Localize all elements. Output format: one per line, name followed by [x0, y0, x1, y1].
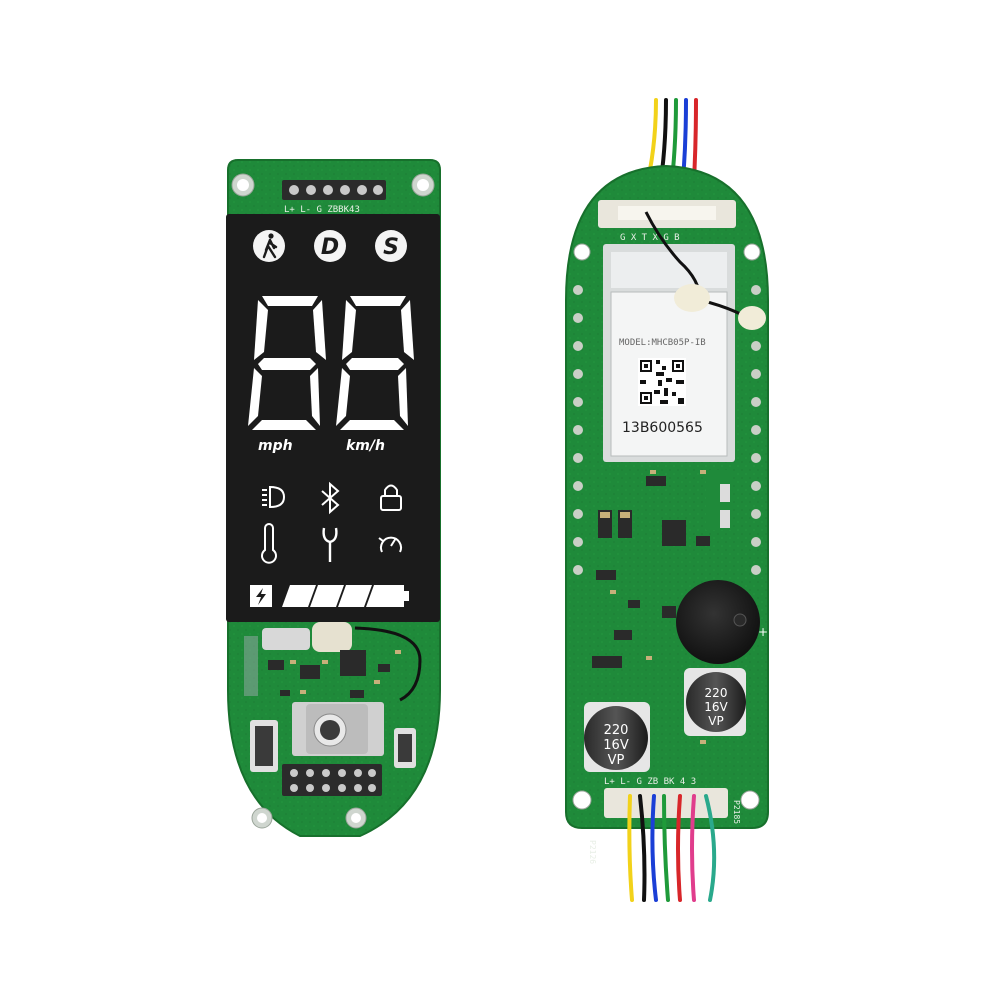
speedometer-icon: [378, 536, 402, 553]
bottom-wires: [627, 794, 717, 902]
capacitor-left: 220 16V VP: [584, 702, 650, 772]
buzzer: +: [676, 580, 768, 664]
svg-text:16V: 16V: [704, 700, 728, 714]
d-mode-icon: D: [314, 230, 346, 262]
tactile-button: [292, 702, 384, 756]
svg-text:S: S: [383, 235, 399, 260]
lcd-panel: D S: [226, 214, 440, 622]
speed-digits: [248, 296, 414, 430]
smd-components: [592, 470, 732, 744]
unit-mph: mph: [258, 438, 293, 454]
svg-text:220: 220: [604, 723, 629, 738]
top-pin-header: [282, 180, 386, 200]
display-board: L+ L- G ZBBK43 D S: [226, 159, 441, 837]
lower-components: [244, 622, 422, 796]
side-label-left: P2126: [588, 840, 597, 864]
side-label-right: P2185: [732, 800, 741, 824]
digit-left: [248, 296, 326, 430]
svg-text:VP: VP: [708, 714, 723, 728]
bottom-connector-label: L+ L- G ZB BK 4 3: [604, 777, 696, 787]
qr-code: [638, 358, 686, 406]
svg-text:16V: 16V: [603, 738, 629, 753]
lock-icon: [380, 484, 402, 511]
silkscreen-top-label: L+ L- G ZBBK43: [284, 205, 360, 215]
headlight-icon: [262, 485, 286, 509]
svg-text:+: +: [758, 625, 768, 639]
controller-board: G X T X G B MODEL:MHCB05P-IB: [565, 98, 769, 902]
capacitor-right: 220 16V VP: [684, 668, 746, 736]
module-model-text: MODEL:MHCB05P-IB: [619, 338, 706, 348]
svg-text:220: 220: [705, 686, 728, 700]
wrench-icon: [322, 527, 338, 562]
s-mode-icon: S: [375, 230, 407, 262]
svg-text:VP: VP: [608, 753, 625, 768]
wireless-module: MODEL:MHCB05P-IB 13B600565: [603, 244, 735, 462]
thermometer-icon: [261, 523, 277, 564]
bluetooth-icon: [321, 481, 340, 515]
battery-bar: [250, 585, 409, 607]
top-connector-label: G X T X G B: [620, 233, 680, 243]
svg-text:D: D: [321, 235, 339, 260]
unit-kmh: km/h: [346, 438, 385, 454]
module-serial: 13B600565: [622, 420, 703, 436]
walk-mode-icon: [253, 230, 285, 262]
digit-right: [336, 296, 414, 430]
